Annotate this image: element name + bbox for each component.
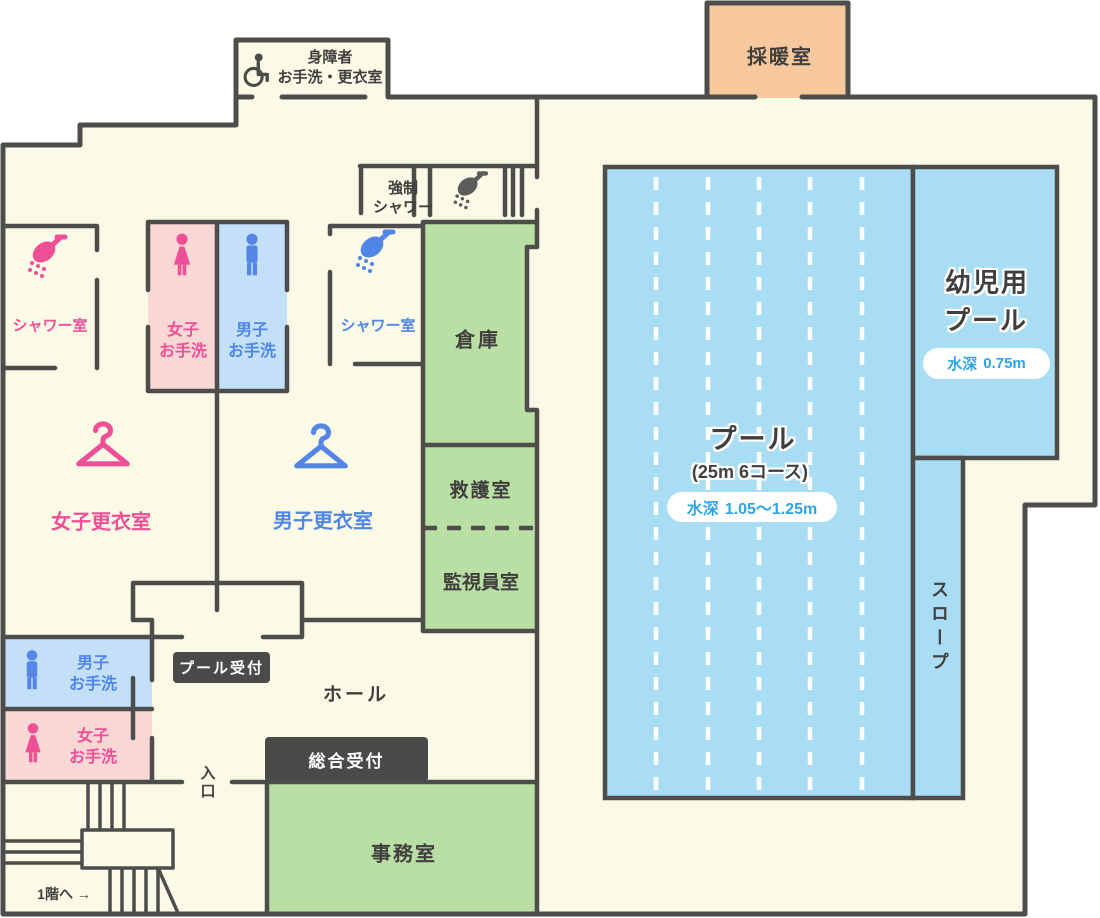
room-warming-area xyxy=(707,3,848,98)
room-label-toilet-men-lower: 男子 お手洗 xyxy=(68,655,118,693)
female-person-icon xyxy=(169,233,196,283)
kids-pool-name-line1: 幼児用 xyxy=(944,267,1030,298)
room-office-area xyxy=(267,782,537,914)
wheelchair-icon xyxy=(240,51,274,91)
entrance-label: 入口 xyxy=(198,765,216,801)
room-label-toilet-women-lower: 女子 お手洗 xyxy=(68,728,118,766)
female-person-icon xyxy=(20,723,46,770)
shower-icon xyxy=(25,232,73,280)
hanger-icon xyxy=(293,423,349,477)
shower-icon xyxy=(353,227,401,275)
main-pool-spec: (25m 6コース) xyxy=(691,462,809,482)
slope-area xyxy=(910,455,966,801)
stairs-lines xyxy=(1,780,180,915)
slope-label: スロープ xyxy=(929,580,949,676)
shower-icon xyxy=(451,169,493,211)
room-label-shower-men: シャワー室 xyxy=(340,317,416,335)
hanger-icon xyxy=(75,421,131,475)
room-label-locker-women: 女子更衣室 xyxy=(51,511,151,534)
room-label-lifeguard: 監視員室 xyxy=(442,572,520,594)
male-person-icon xyxy=(239,233,266,283)
pool-reception-badge: プール受付 xyxy=(173,652,270,683)
general-reception-badge: 総合受付 xyxy=(265,737,428,782)
room-label-toilet-women-upper: 女子 お手洗 xyxy=(158,322,208,360)
outer-walls xyxy=(0,37,1098,917)
room-label-accessible: 身障者 お手洗・更衣室 xyxy=(277,49,383,86)
pool-lane-lines xyxy=(653,177,865,790)
room-label-toilet-men-upper: 男子 お手洗 xyxy=(227,322,277,360)
main-pool-name: プール xyxy=(709,424,797,455)
room-label-shower-women: シャワー室 xyxy=(12,317,88,335)
room-label-warming: 採暖室 xyxy=(747,46,813,69)
kids-pool-area xyxy=(910,164,1060,461)
room-firstaid-lifeguard-area xyxy=(423,445,537,631)
room-label-storage: 倉庫 xyxy=(455,329,501,352)
room-label-first-aid: 救護室 xyxy=(449,480,513,502)
interior-walls xyxy=(0,94,540,917)
room-storage-area xyxy=(423,222,537,445)
hall-label: ホール xyxy=(322,684,390,706)
room-label-forced-shower: 強制 シャワー xyxy=(372,180,434,216)
room-label-office: 事務室 xyxy=(371,843,437,866)
room-label-locker-men: 男子更衣室 xyxy=(273,510,373,533)
warming-room-walls xyxy=(704,0,851,98)
male-person-icon xyxy=(19,650,45,697)
to-first-floor-label: 1階へ → xyxy=(37,886,91,902)
kids-pool-name-line2: プール xyxy=(943,305,1029,336)
